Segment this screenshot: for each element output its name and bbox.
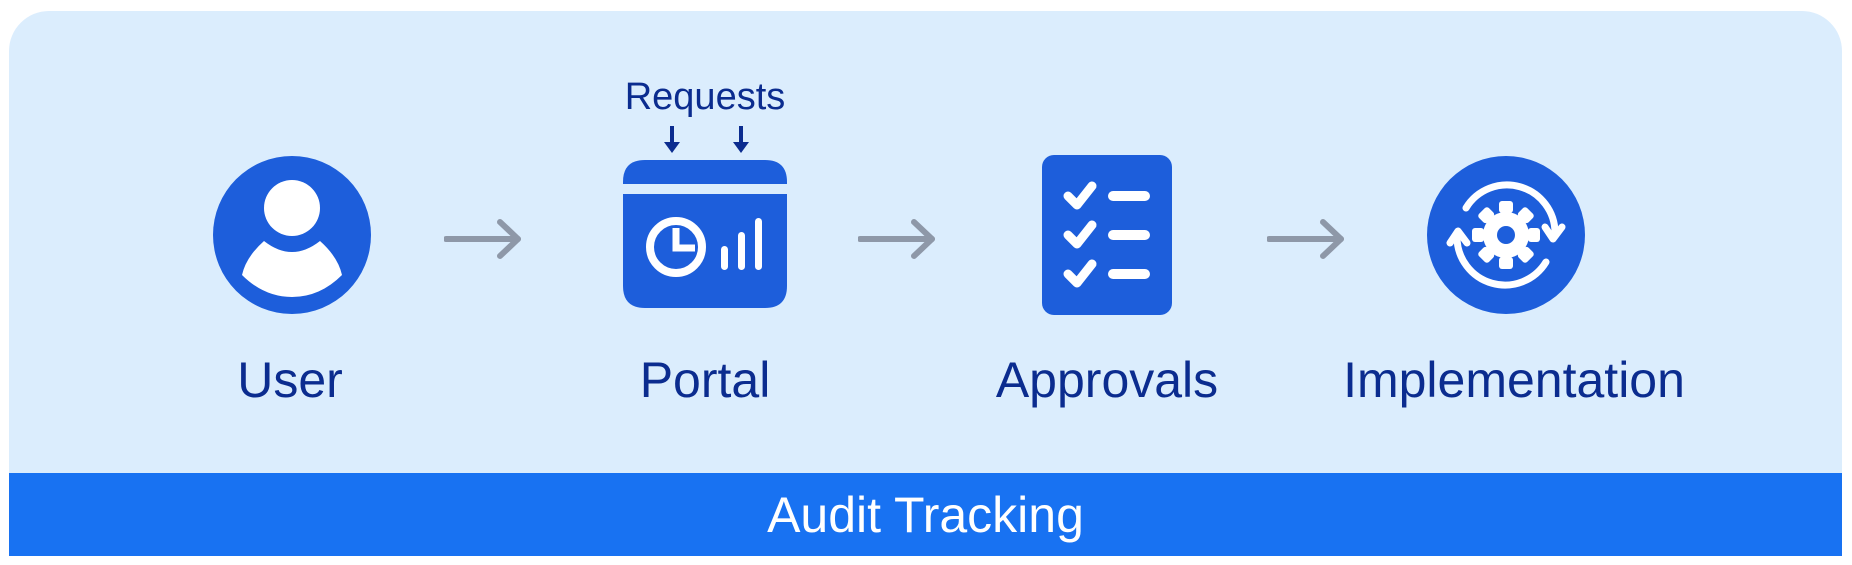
footer-label: Audit Tracking: [767, 486, 1084, 543]
requests-label: Requests: [624, 76, 786, 118]
flow-arrow-2: [857, 219, 938, 264]
dashboard-icon: [623, 160, 787, 313]
node-label-approvals: Approvals: [995, 352, 1219, 408]
node-label-implementation: Implementation: [1343, 352, 1685, 408]
checklist-icon: [1042, 155, 1172, 320]
gear-cycle-icon: [1426, 155, 1586, 320]
node-label-portal: Portal: [639, 352, 771, 408]
user-icon: [212, 155, 372, 320]
down-arrow-icon: [660, 124, 684, 159]
flow-arrow-1: [443, 219, 524, 264]
flow-arrow-3: [1266, 219, 1347, 264]
node-label-user: User: [237, 352, 343, 408]
down-arrow-icon: [729, 124, 753, 159]
audit-tracking-bar: Audit Tracking: [9, 473, 1842, 556]
